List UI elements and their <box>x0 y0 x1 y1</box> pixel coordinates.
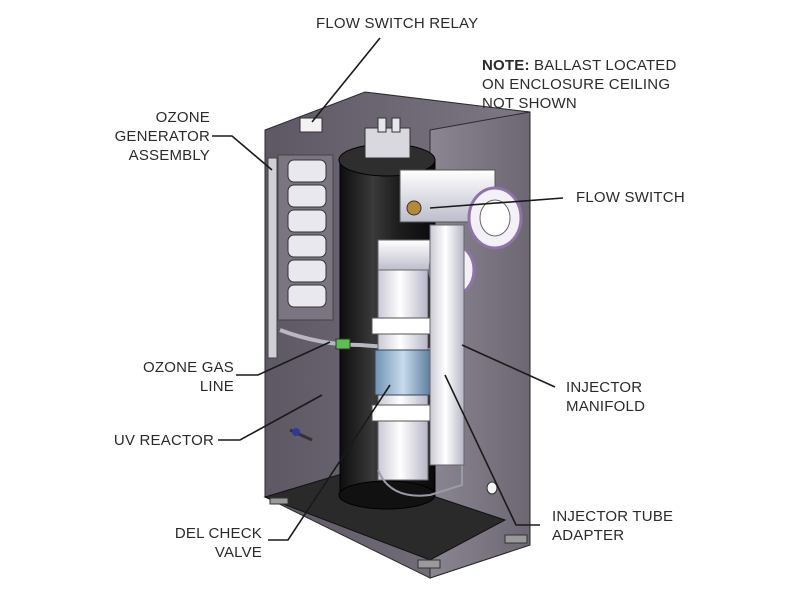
panel-fitting <box>289 428 313 442</box>
note-line-2: ON ENCLOSURE CEILING <box>482 76 671 93</box>
ozone-generator-line-1: OZONE <box>155 109 210 126</box>
relay-box <box>299 117 323 133</box>
injector-manifold-line-1: INJECTOR <box>566 379 643 396</box>
del-check-valve-line-2: VALVE <box>214 544 262 561</box>
pipe-column-art <box>371 224 476 497</box>
label-injector-tube-adapter: INJECTOR TUBE ADAPTER <box>552 507 673 545</box>
label-ozone-generator-assembly: OZONE GENERATOR ASSEMBLY <box>96 108 210 165</box>
ozone-generator-line-2: GENERATOR <box>114 128 210 145</box>
ozone-gas-line-line-2: LINE <box>199 378 234 395</box>
label-flow-switch-relay-text: FLOW SWITCH RELAY <box>316 15 479 32</box>
injector-tube-adapter-line-1: INJECTOR TUBE <box>552 508 674 525</box>
leader-injector-manifold <box>461 344 556 388</box>
green-fitting <box>335 338 351 350</box>
label-injector-manifold: INJECTOR MANIFOLD <box>566 378 645 416</box>
flow-switch-text: FLOW SWITCH <box>576 189 685 206</box>
outlet-pipe-art <box>399 169 523 250</box>
gas-line-art <box>279 328 431 352</box>
ozone-gas-line-line-1: OZONE GAS <box>143 359 234 376</box>
ozone-generator-line-3: ASSEMBLY <box>128 147 210 164</box>
leader-ozone-generator <box>212 135 273 171</box>
label-flow-switch-relay: FLOW SWITCH RELAY <box>316 14 478 33</box>
injector-tube-adapter-line-2: ADAPTER <box>552 527 625 544</box>
leader-ozone-gas-line <box>236 341 331 376</box>
del-check-valve-line-1: DEL CHECK <box>174 525 262 542</box>
note-line-1: BALLAST LOCATED <box>534 57 677 74</box>
injector-manifold-line-2: MANIFOLD <box>566 398 646 415</box>
label-uv-reactor: UV REACTOR <box>90 431 214 450</box>
panel-hole <box>486 481 498 495</box>
uv-reactor-text: UV REACTOR <box>113 432 214 449</box>
note-prefix: NOTE: <box>482 57 530 74</box>
label-ozone-gas-line: OZONE GAS LINE <box>100 358 234 396</box>
note-block: NOTE: BALLAST LOCATED ON ENCLOSURE CEILI… <box>482 56 677 113</box>
leader-uv-reactor <box>218 394 323 441</box>
label-flow-switch: FLOW SWITCH <box>576 188 685 207</box>
enclosure-floor <box>263 469 507 561</box>
leader-flow-switch <box>429 197 564 209</box>
label-del-check-valve: DEL CHECK VALVE <box>144 524 262 562</box>
leader-del-check-valve <box>268 384 391 541</box>
mounting-feet <box>269 497 528 569</box>
ozone-generator-assembly-art <box>267 117 334 359</box>
leader-flow-switch-relay <box>311 37 381 123</box>
leader-injector-tube-adapter <box>444 374 540 526</box>
leader-lines <box>212 37 564 541</box>
note-line-3: NOT SHOWN <box>482 95 577 112</box>
